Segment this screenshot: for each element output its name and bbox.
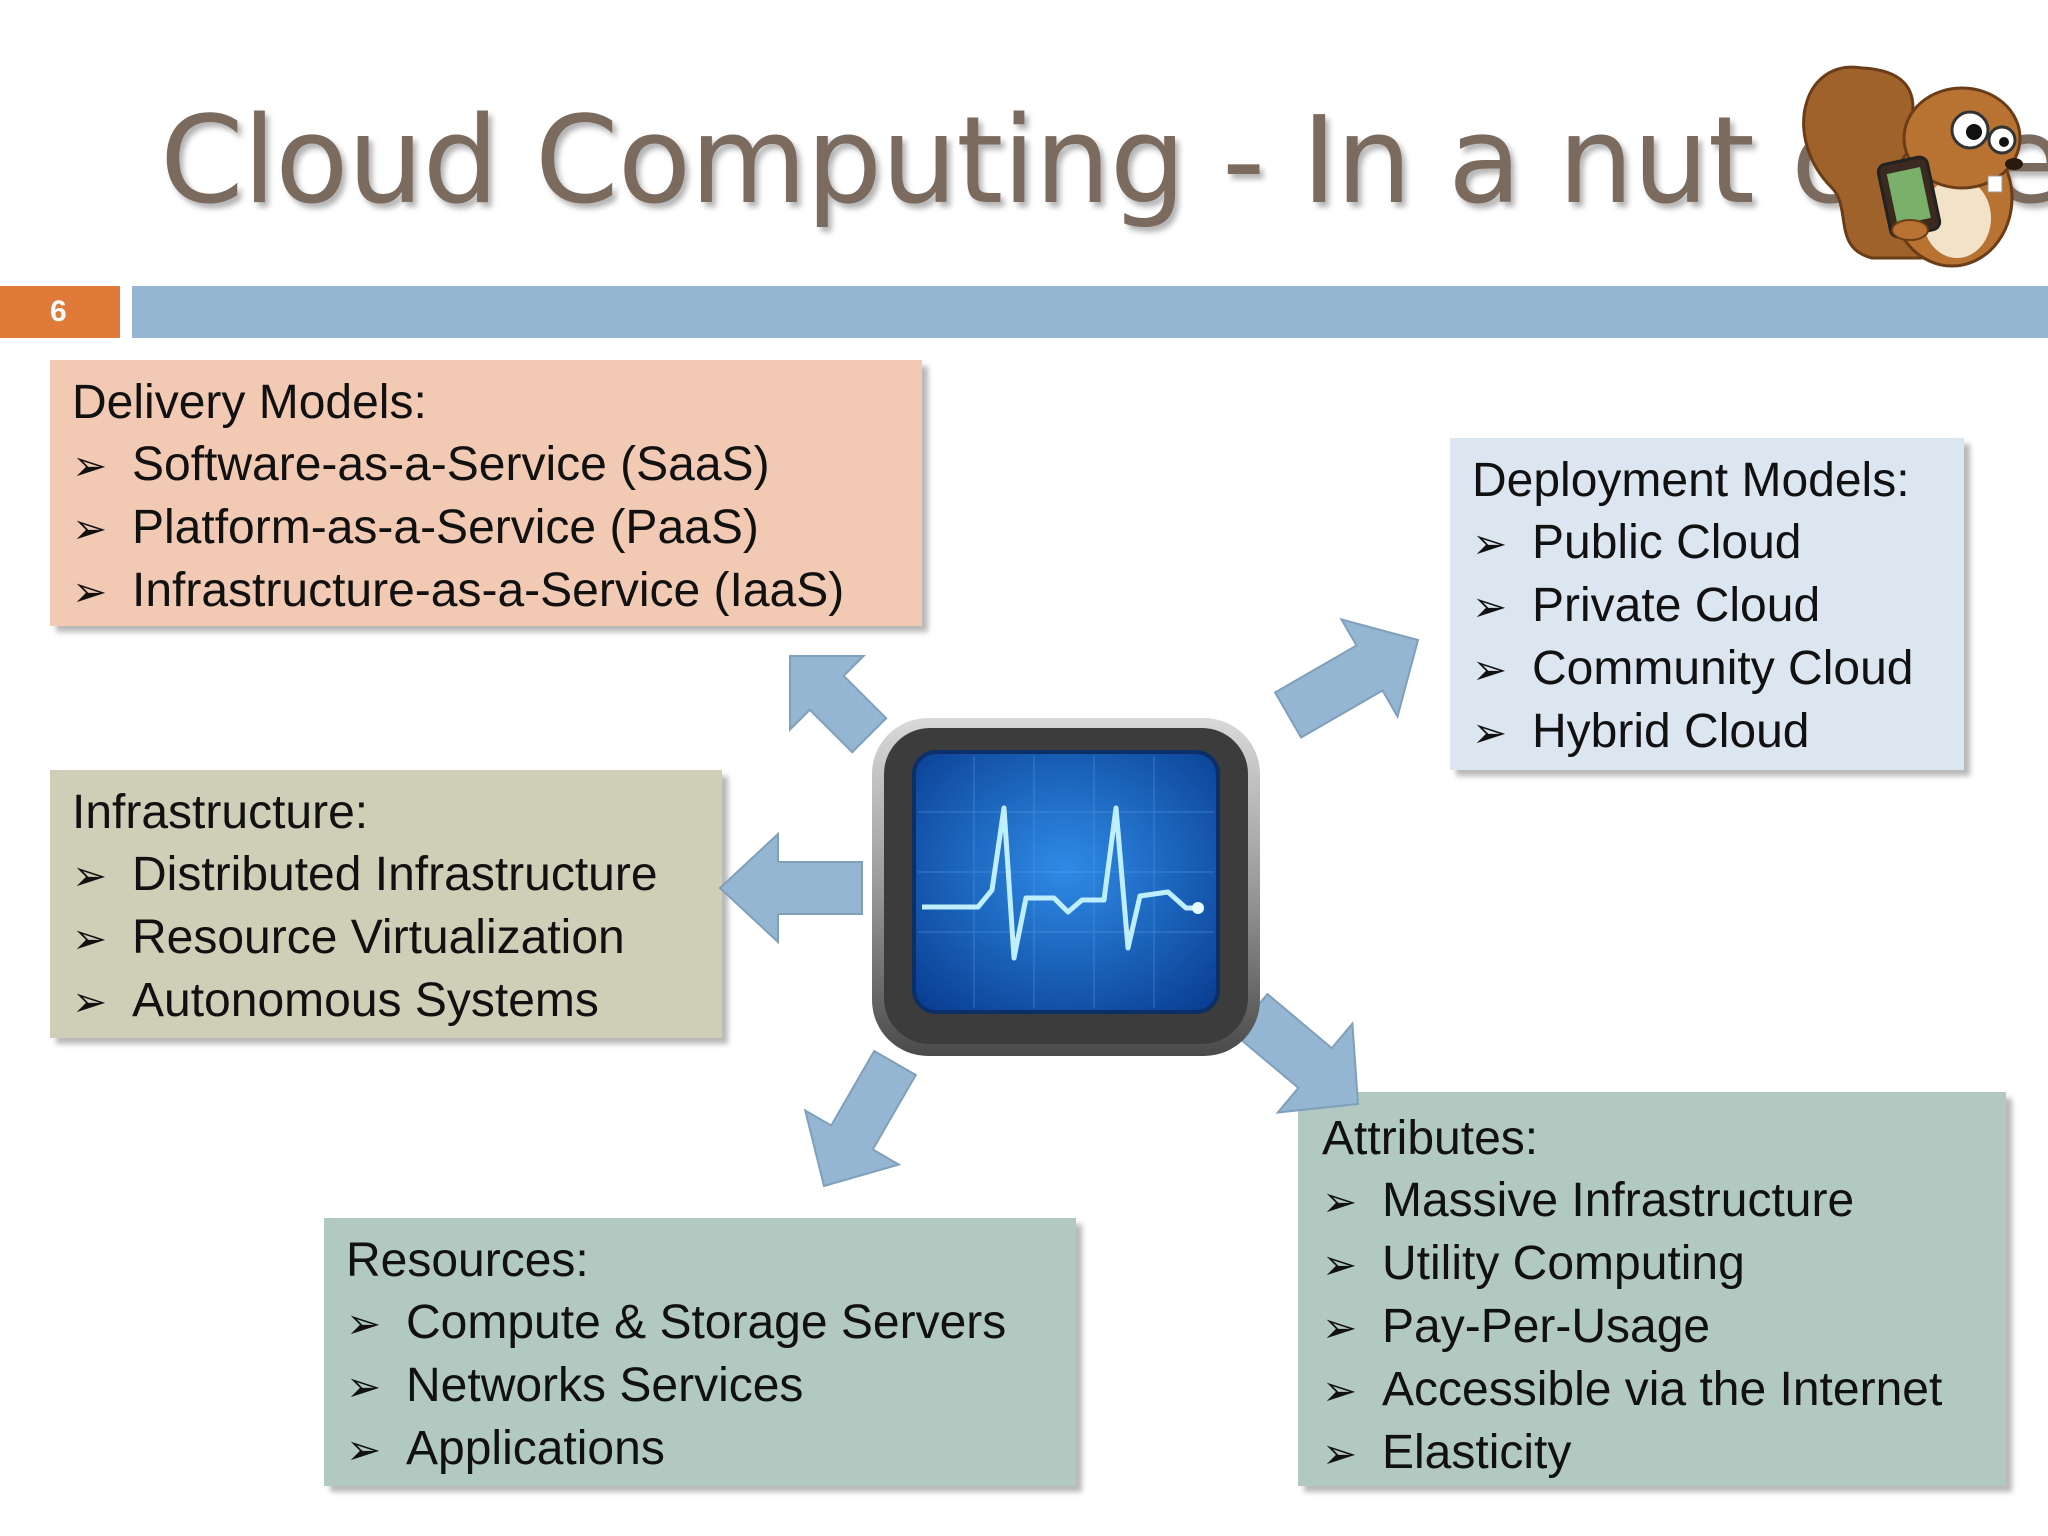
arrow-bullet-icon: ➢ <box>72 977 108 1026</box>
arrow-bullet-icon: ➢ <box>346 1299 382 1348</box>
infrastructure-box: Infrastructure: ➢Distributed Infrastruct… <box>50 770 722 1038</box>
arrow-bullet-icon: ➢ <box>1472 645 1508 694</box>
arrow-bullet-icon: ➢ <box>72 851 108 900</box>
list-item: ➢Autonomous Systems <box>72 970 702 1033</box>
arrow-bullet-icon: ➢ <box>1472 708 1508 757</box>
title-rule-bar <box>132 286 2048 338</box>
arrow-bullet-icon: ➢ <box>1472 582 1508 631</box>
arrow-bullet-icon: ➢ <box>72 914 108 963</box>
attributes-heading: Attributes: <box>1322 1112 1539 1165</box>
arrow-bullet-icon: ➢ <box>1472 519 1508 568</box>
delivery-models-box: Delivery Models: ➢Software-as-a-Service … <box>50 360 922 626</box>
list-item: ➢Utility Computing <box>1322 1233 1986 1296</box>
list-item: ➢Infrastructure-as-a-Service (IaaS) <box>72 560 902 623</box>
list-item: ➢Compute & Storage Servers <box>346 1292 1056 1355</box>
monitor-heartbeat-icon <box>872 718 1260 1056</box>
arrow-bullet-icon: ➢ <box>1322 1240 1358 1289</box>
list-item: ➢Software-as-a-Service (SaaS) <box>72 434 902 497</box>
slide-title: Cloud Computing - In a nut case <box>160 92 2048 231</box>
arrow-to-delivery-icon <box>789 655 888 754</box>
list-item: ➢Private Cloud <box>1472 575 1944 638</box>
list-item: ➢Distributed Infrastructure <box>72 844 702 907</box>
squirrel-icon <box>1802 65 2023 268</box>
arrow-bullet-icon: ➢ <box>346 1425 382 1474</box>
list-item: ➢Applications <box>346 1418 1056 1481</box>
list-item: ➢Community Cloud <box>1472 638 1944 701</box>
list-item: ➢Public Cloud <box>1472 512 1944 575</box>
list-item: ➢Massive Infrastructure <box>1322 1170 1986 1233</box>
arrow-bullet-icon: ➢ <box>1322 1177 1358 1226</box>
arrow-bullet-icon: ➢ <box>346 1362 382 1411</box>
arrow-to-deployment-icon <box>1273 617 1420 739</box>
resources-box: Resources: ➢Compute & Storage Servers ➢N… <box>324 1218 1076 1486</box>
list-item: ➢Accessible via the Internet <box>1322 1359 1986 1422</box>
arrow-bullet-icon: ➢ <box>1322 1366 1358 1415</box>
list-item: ➢Platform-as-a-Service (PaaS) <box>72 497 902 560</box>
deployment-models-box: Deployment Models: ➢Public Cloud ➢Privat… <box>1450 438 1964 770</box>
arrow-bullet-icon: ➢ <box>1322 1303 1358 1352</box>
deployment-models-heading: Deployment Models: <box>1472 454 1910 507</box>
arrow-bullet-icon: ➢ <box>72 567 108 616</box>
resources-heading: Resources: <box>346 1234 589 1287</box>
slide-number: 6 <box>0 286 120 338</box>
list-item: ➢Hybrid Cloud <box>1472 701 1944 764</box>
list-item: ➢Elasticity <box>1322 1422 1986 1485</box>
attributes-box: Attributes: ➢Massive Infrastructure ➢Uti… <box>1298 1092 2006 1486</box>
arrow-to-resources-icon <box>803 1049 918 1188</box>
arrow-bullet-icon: ➢ <box>72 441 108 490</box>
arrow-to-infrastructure-icon <box>718 831 863 945</box>
arrow-bullet-icon: ➢ <box>1322 1429 1358 1478</box>
list-item: ➢Pay-Per-Usage <box>1322 1296 1986 1359</box>
infrastructure-heading: Infrastructure: <box>72 786 369 839</box>
arrow-bullet-icon: ➢ <box>72 504 108 553</box>
list-item: ➢Networks Services <box>346 1355 1056 1418</box>
list-item: ➢Resource Virtualization <box>72 907 702 970</box>
delivery-models-heading: Delivery Models: <box>72 376 427 429</box>
